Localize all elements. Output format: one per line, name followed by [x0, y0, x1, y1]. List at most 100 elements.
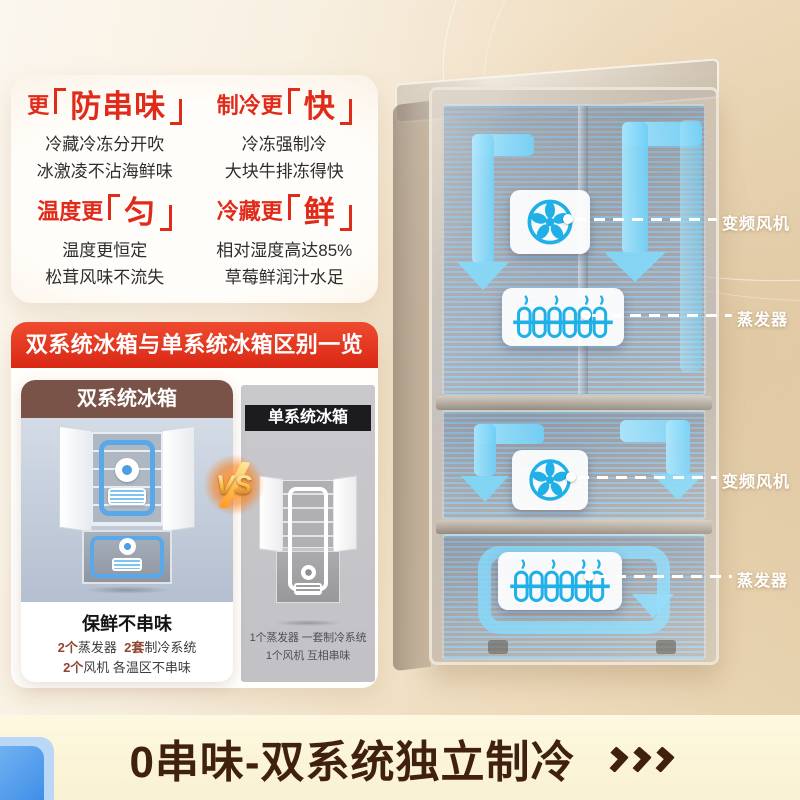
vs-badge: VS	[204, 455, 264, 515]
spec-count: 2个	[57, 640, 78, 655]
arrow-head-icon	[632, 594, 674, 618]
fridge-compartment-upper	[442, 104, 706, 396]
spec-line: 1个风机 互相串味	[265, 650, 351, 663]
corner-bracket-open-icon	[287, 193, 300, 220]
mini-fridge-dual	[52, 425, 202, 595]
corner-bracket-close-icon	[339, 204, 352, 231]
fridge-shadow	[264, 619, 352, 627]
airflow-arrow	[472, 134, 494, 264]
evaporator-coil-icon	[513, 295, 613, 339]
evaporator-coil-icon	[108, 488, 146, 505]
spec-line: 1个蒸发器 一套制冷系统	[249, 631, 367, 644]
feature-prefix: 冷藏更	[216, 199, 283, 225]
feature-line: 温度更恒定	[62, 240, 148, 260]
corner-bracket-open-icon	[287, 87, 300, 114]
feature-line: 大块牛排冻得快	[224, 162, 344, 181]
chevron-right-icon	[601, 746, 675, 773]
feature-block-anti-odor: 更 防串味 冷藏冷冻分开吹 冰激凌不沾海鲜味	[15, 85, 195, 191]
evaporator-coil-icon	[112, 558, 142, 571]
airflow-arrow	[622, 122, 648, 254]
feature-prefix: 更	[27, 93, 50, 119]
dual-system-fridge-illustration	[21, 418, 233, 602]
dual-system-caption: 保鲜不串味	[82, 614, 172, 634]
feature-keyword: 鲜	[303, 194, 336, 230]
leader-dot	[581, 310, 591, 320]
comparison-title: 双系统冰箱与单系统冰箱区别一览	[11, 322, 378, 368]
evaporator-badge	[502, 288, 624, 346]
evaporator-badge	[498, 552, 622, 610]
single-system-specs: 1个蒸发器 一套制冷系统 1个风机 互相串味	[241, 629, 375, 666]
compartment-divider	[436, 520, 712, 534]
fridge-door-left	[59, 425, 92, 533]
dual-system-header: 双系统冰箱	[21, 380, 233, 418]
fan-icon	[529, 459, 571, 501]
fridge-foot	[656, 640, 676, 654]
arrow-head-icon	[461, 476, 509, 502]
airflow-arrow	[474, 424, 496, 476]
leader-dot	[566, 472, 576, 482]
fan-badge	[510, 190, 590, 254]
fridge-foot	[488, 640, 508, 654]
chevron-right-icon	[624, 746, 652, 773]
feature-line: 冷冻强制冷	[241, 134, 327, 154]
feature-title: 温度更 匀	[37, 193, 173, 231]
fan-badge	[512, 450, 588, 510]
vs-text: VS	[215, 469, 253, 500]
airflow-loop	[99, 440, 155, 516]
spec-text: 风机 各温区不串味	[83, 660, 191, 676]
banner-content: 0串味-双系统独立制冷	[0, 715, 800, 800]
feature-title: 冷藏更 鲜	[216, 193, 352, 231]
feature-keyword: 匀	[124, 194, 157, 230]
arrow-head-icon	[457, 262, 509, 290]
evaporator-coil-icon	[510, 559, 610, 603]
chevron-right-icon	[601, 746, 629, 773]
spec-line: 2个蒸发器 2套制冷系统	[21, 638, 233, 658]
feature-block-fast-cooling: 制冷更 快 冷冻强制冷 大块牛排冻得快	[195, 85, 375, 191]
leader-line	[592, 314, 732, 317]
feature-line: 相对湿度高达85%	[216, 240, 353, 260]
fridge-side-panel	[393, 100, 431, 672]
leader-dot	[584, 571, 594, 581]
feature-prefix: 温度更	[37, 199, 104, 225]
fridge-shadow	[70, 585, 184, 595]
corner-decoration	[0, 746, 44, 800]
chevron-right-icon	[647, 746, 675, 773]
fridge-front-panel	[429, 87, 719, 665]
corner-bracket-close-icon	[170, 98, 183, 125]
fan-icon	[115, 458, 139, 482]
feature-keyword: 防串味	[70, 88, 167, 124]
evaporator-label: 蒸发器	[737, 573, 789, 590]
spec-text: 蒸发器	[77, 640, 117, 655]
corner-bracket-close-icon	[160, 204, 173, 231]
single-system-column: 单系统冰箱 1个蒸发器 一套制冷系统 1个风机 互相串味	[241, 385, 375, 682]
spec-count: 2套	[124, 640, 145, 655]
fridge-door-right	[162, 425, 195, 533]
banner-headline: 0串味-双系统独立制冷	[129, 737, 576, 787]
feature-line: 松茸风味不流失	[45, 268, 165, 287]
airflow-arrow	[666, 420, 690, 475]
spec-count: 2个	[63, 660, 84, 676]
comparison-card: 双系统冰箱与单系统冰箱区别一览 双系统冰箱 保鲜不串味	[11, 322, 378, 688]
fan-icon	[119, 538, 136, 555]
compartment-divider	[436, 396, 712, 410]
feature-title: 更 防串味	[27, 87, 183, 125]
feature-prefix: 制冷更	[216, 93, 283, 119]
feature-title: 制冷更 快	[216, 87, 352, 125]
corner-bracket-open-icon	[54, 87, 67, 114]
feature-line: 冷藏冷冻分开吹	[45, 134, 165, 154]
spec-line: 2个风机 各温区不串味	[21, 658, 233, 678]
leader-line	[578, 476, 717, 479]
evaporator-label: 蒸发器	[737, 312, 789, 329]
evaporator-coil-icon	[294, 583, 322, 595]
fridge-door-right	[333, 475, 357, 553]
arrow-head-icon	[604, 252, 666, 282]
leader-dot	[563, 214, 573, 224]
corner-bracket-close-icon	[339, 98, 352, 125]
feature-block-even-temp: 温度更 匀 温度更恒定 松茸风味不流失	[15, 191, 195, 297]
feature-line: 冰激凌不沾海鲜味	[36, 162, 173, 181]
transparent-fridge-render	[393, 45, 723, 685]
leader-line	[596, 575, 732, 578]
feature-keyword: 快	[303, 88, 336, 124]
feature-line: 草莓鲜润汁水足	[224, 268, 344, 287]
dual-system-specs: 2个蒸发器 2套制冷系统 2个风机 各温区不串味	[21, 638, 233, 678]
